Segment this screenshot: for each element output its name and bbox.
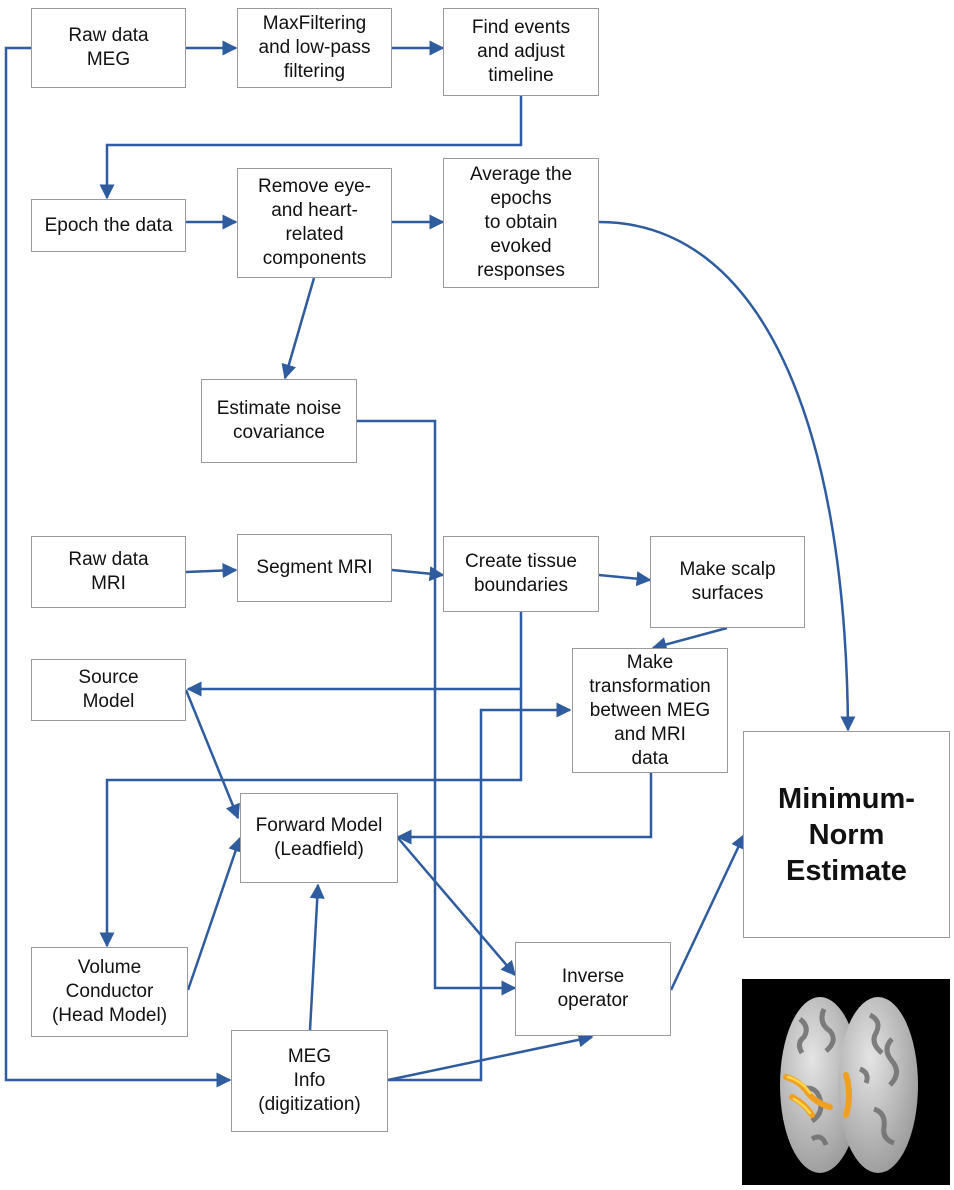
arrow-sourcemodel-forward bbox=[184, 689, 240, 820]
arrow-average-mne bbox=[598, 220, 856, 732]
arrow-tissue-sourcemodel bbox=[186, 612, 523, 697]
maxfilter-box: MaxFiltering and low-pass filtering bbox=[237, 8, 392, 88]
segment-box: Segment MRI bbox=[237, 534, 392, 602]
epoch-box: Epoch the data bbox=[31, 199, 186, 252]
average-box: Average the epochs to obtain evoked resp… bbox=[443, 158, 599, 288]
brain-icon bbox=[780, 997, 918, 1173]
scalp-box: Make scalp surfaces bbox=[650, 536, 805, 628]
arrow-scalp-transform bbox=[651, 626, 728, 652]
arrow-tissue-volume bbox=[99, 689, 523, 948]
arrow-remove-noisecov bbox=[281, 277, 316, 380]
remove-eye-box: Remove eye- and heart- related component… bbox=[237, 168, 392, 278]
arrow-volume-forward bbox=[186, 836, 243, 991]
arrow-transform-forward bbox=[396, 773, 653, 845]
arrow-noisecov-inverse bbox=[357, 419, 517, 996]
arrow-rawmeg-meginfo bbox=[4, 46, 232, 1088]
inverse-operator-box: Inverse operator bbox=[515, 942, 671, 1036]
minimum-norm-estimate-box: Minimum- Norm Estimate bbox=[743, 731, 950, 938]
arrow-segment-tissue bbox=[391, 566, 445, 582]
arrow-forward-inverse bbox=[397, 837, 516, 977]
arrow-rawmri-segment bbox=[185, 563, 238, 579]
source-model-box: Source Model bbox=[31, 659, 186, 721]
arrow-meginfo-transform bbox=[388, 702, 572, 1082]
transform-box: Make transformation between MEG and MRI … bbox=[572, 648, 728, 773]
volume-conductor-box: Volume Conductor (Head Model) bbox=[31, 947, 188, 1037]
arrow-meginfo-inverse bbox=[387, 1032, 594, 1082]
raw-mri-box: Raw data MRI bbox=[31, 536, 186, 608]
tissue-box: Create tissue boundaries bbox=[443, 536, 599, 612]
arrow-meginfo-forward bbox=[308, 883, 325, 1031]
forward-model-box: Forward Model (Leadfield) bbox=[240, 793, 398, 883]
brain-cortex-image bbox=[742, 979, 950, 1185]
find-events-box: Find events and adjust timeline bbox=[443, 8, 599, 96]
arrow-tissue-scalp bbox=[598, 571, 652, 587]
arrow-inverse-mne bbox=[669, 833, 746, 991]
noise-cov-box: Estimate noise covariance bbox=[201, 379, 357, 463]
arrow-findevents-epoch bbox=[99, 96, 523, 200]
meg-info-box: MEG Info (digitization) bbox=[231, 1030, 388, 1132]
raw-meg-box: Raw data MEG bbox=[31, 8, 186, 88]
